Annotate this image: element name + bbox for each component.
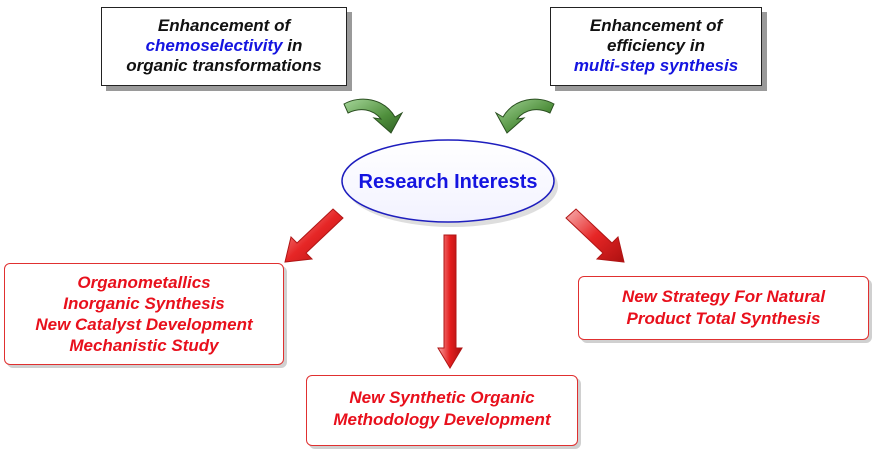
methodology-box: New Synthetic Organic Methodology Develo… [306,375,578,446]
natural-product-box: New Strategy For Natural Product Total S… [578,276,869,340]
left-box-line: New Catalyst Development [35,315,253,334]
research-interests-label: Research Interests [359,171,538,193]
left-top-line1: Enhancement of [157,16,291,35]
red-arrow-right [565,208,625,263]
green-curved-arrow-left [343,98,404,134]
chemoselectivity-text: chemoselectivity [145,36,283,55]
left-top-line3: organic transformations [126,56,322,75]
green-curved-arrow-right [494,98,555,134]
left-top-line2: chemoselectivity in [102,36,346,56]
research-ellipse [341,139,555,223]
left-top-line2-rest: in [282,36,303,55]
right-box-line: Product Total Synthesis [626,309,821,328]
right-top-line1: Enhancement of [589,16,723,35]
left-box-line: Inorganic Synthesis [63,294,225,313]
right-top-line2: efficiency in [607,36,705,55]
bottom-box-line: Methodology Development [333,410,551,429]
multi-step-synthesis-text: multi-step synthesis [573,56,739,75]
red-arrow-left [284,208,344,263]
red-arrow-down [437,234,463,369]
right-box-line: New Strategy For Natural [621,287,826,306]
chemoselectivity-box: Enhancement of chemoselectivity in organ… [101,7,347,86]
bottom-box-line: New Synthetic Organic [349,388,535,407]
left-box-line: Organometallics [77,273,211,292]
organometallics-box: Organometallics Inorganic Synthesis New … [4,263,284,365]
left-box-line: Mechanistic Study [69,336,219,355]
efficiency-box: Enhancement of efficiency in multi-step … [550,7,762,86]
